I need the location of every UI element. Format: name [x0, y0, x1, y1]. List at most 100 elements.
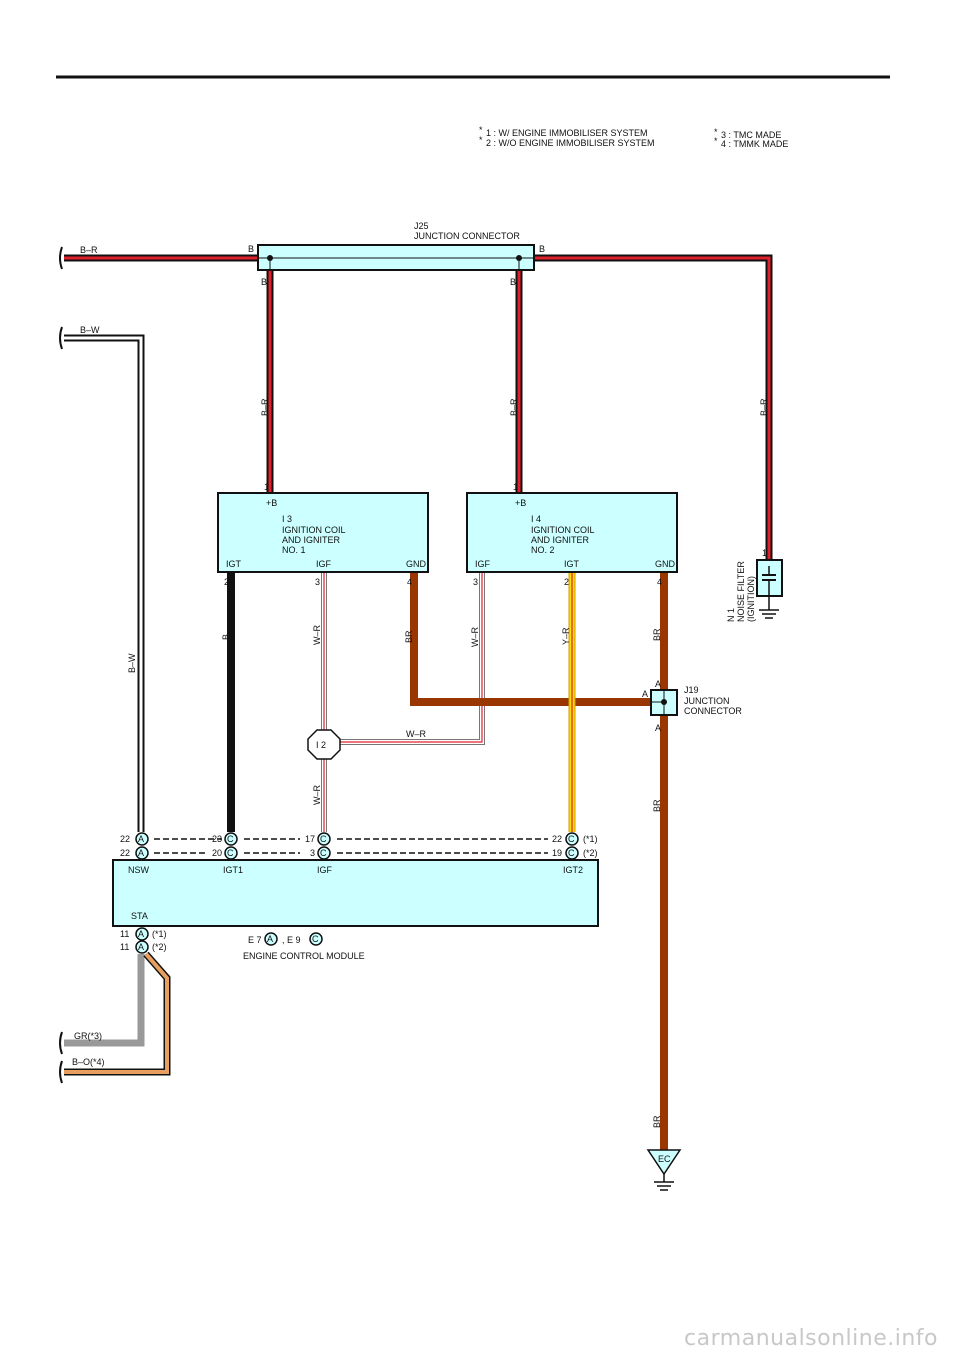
ecm-conn-a: A — [267, 934, 273, 944]
ecm-pin-17: 17 — [305, 834, 315, 844]
i4-terminal-gnd: GND — [655, 559, 676, 569]
note-star: * — [714, 136, 718, 146]
ecm-conn-a: A — [138, 929, 144, 939]
j25-name: JUNCTION CONNECTOR — [414, 231, 520, 241]
note-star: * — [479, 135, 483, 145]
i3-name-2: AND IGNITER — [282, 535, 341, 545]
j19-code: J19 — [684, 685, 699, 695]
n1-code: N 1 — [726, 608, 736, 622]
ecm-conn-c: C — [568, 834, 575, 844]
j25-code: J25 — [414, 221, 429, 231]
ecm-connector-circles — [135, 832, 579, 954]
note-star: * — [479, 125, 483, 135]
i3-code: I 3 — [282, 514, 292, 524]
i4-pin-4: 4 — [657, 577, 662, 587]
ecm-pin-22: 22 — [120, 848, 130, 858]
i3-terminal-gnd: GND — [406, 559, 427, 569]
ecm-pin-22: 22 — [120, 834, 130, 844]
i2-connector — [307, 729, 341, 760]
note-4: 4 : TMMK MADE — [721, 139, 788, 149]
wire-label-w-r-i4: W–R — [470, 627, 480, 648]
i4-pin-3: 3 — [473, 577, 478, 587]
ecm-terminal-igf: IGF — [317, 865, 333, 875]
j25-pin-right: B — [539, 244, 545, 254]
i3-pin-3: 3 — [315, 577, 320, 587]
n1-pin-1: 1 — [762, 548, 767, 558]
wire-label-b-w: B–W — [80, 325, 100, 335]
i3-terminal-igf: IGF — [316, 559, 332, 569]
n1-noise-filter — [756, 559, 783, 619]
i3-pin-4: 4 — [407, 577, 412, 587]
wire-b-w — [64, 334, 145, 832]
i4-pin-2: 2 — [564, 577, 569, 587]
ecm-pin-19: 19 — [552, 848, 562, 858]
j19-name-2: CONNECTOR — [684, 706, 742, 716]
wire-label-b-r-i4: B–R — [509, 398, 519, 416]
wire-br-i3 — [410, 572, 664, 706]
ecm-conn-c: C — [227, 834, 234, 844]
ecm-conn-c: C — [320, 848, 327, 858]
ecm-conn-c: C — [312, 934, 319, 944]
wire-label-br-lower: BR — [652, 799, 662, 812]
ecm-conn-a: A — [138, 942, 144, 952]
ecm-codes-e7: E 7 — [248, 935, 262, 945]
wire-b-r-right — [534, 254, 773, 560]
ecm-terminal-igt2: IGT2 — [563, 865, 583, 875]
ecm-variant-2: (*2) — [583, 848, 598, 858]
ec-ground-symbol — [646, 1149, 682, 1191]
wire-label-b: B — [221, 634, 231, 640]
ecm-terminal-sta: STA — [131, 911, 148, 921]
ecm-conn-c: C — [320, 834, 327, 844]
wire-label-gr: GR(*3) — [74, 1031, 102, 1041]
i4-terminal-igt: IGT — [564, 559, 580, 569]
ecm-variant-1: (*1) — [152, 929, 167, 939]
wire-label-b-r-i3: B–R — [260, 398, 270, 416]
j19-name-1: JUNCTION — [684, 696, 730, 706]
wire-label-w-r-ecm: W–R — [312, 785, 322, 806]
wire-label-w-r-horizontal: W–R — [406, 729, 427, 739]
ecm-conn-c: C — [568, 848, 575, 858]
ecm-box — [112, 859, 599, 927]
ecm-pin-3: 3 — [310, 848, 315, 858]
wire-label-y-r: Y–R — [561, 627, 571, 645]
j25-pin-down-right: B — [510, 277, 516, 287]
ecm-terminal-nsw: NSW — [128, 865, 150, 875]
ecm-name: ENGINE CONTROL MODULE — [243, 951, 365, 961]
i4-name-1: IGNITION COIL — [531, 525, 595, 535]
ecm-dashed-lines — [154, 838, 548, 854]
note-star: * — [714, 127, 718, 137]
wire-label-br-i4: BR — [652, 628, 662, 641]
wire-label-b-w-vertical: B–W — [127, 653, 137, 673]
wire-break-marks — [59, 246, 63, 1084]
ecm-variant-1: (*1) — [583, 834, 598, 844]
j19-pin-a-bottom: A — [655, 723, 661, 733]
j19-junction-connector — [650, 689, 678, 716]
ecm-conn-a: A — [138, 848, 144, 858]
i4-terminal-b: +B — [515, 498, 526, 508]
i3-name-1: IGNITION COIL — [282, 525, 346, 535]
ecm-codes-e9: , E 9 — [282, 935, 301, 945]
i4-pin-1: 1 — [513, 482, 518, 492]
i4-name-3: NO. 2 — [531, 545, 555, 555]
j19-pin-a-top: A — [655, 679, 661, 689]
i4-name-2: AND IGNITER — [531, 535, 590, 545]
ecm-terminal-igt1: IGT1 — [223, 865, 243, 875]
note-1: 1 : W/ ENGINE IMMOBILISER SYSTEM — [486, 128, 648, 138]
ecm-pin-11: 11 — [120, 942, 129, 952]
wire-w-r-i4 — [340, 572, 485, 745]
n1-name-1: NOISE FILTER — [736, 561, 746, 622]
i3-terminal-igt: IGT — [226, 559, 242, 569]
ecm-pin-11: 11 — [120, 929, 129, 939]
i4-code: I 4 — [531, 514, 541, 524]
wire-label-b-o: B–O(*4) — [72, 1057, 105, 1067]
i3-ignition-coil-box — [217, 492, 429, 573]
wire-gr — [64, 954, 145, 1047]
footer-watermark: carmanualsonline.info — [684, 1326, 938, 1351]
i4-terminal-igf: IGF — [475, 559, 491, 569]
ecm-variant-2: (*2) — [152, 942, 167, 952]
ec-code: EC — [658, 1154, 671, 1164]
ecm-pin-23: 23 — [212, 834, 222, 844]
i3-pin-2: 2 — [224, 577, 229, 587]
i2-code: I 2 — [316, 740, 326, 750]
